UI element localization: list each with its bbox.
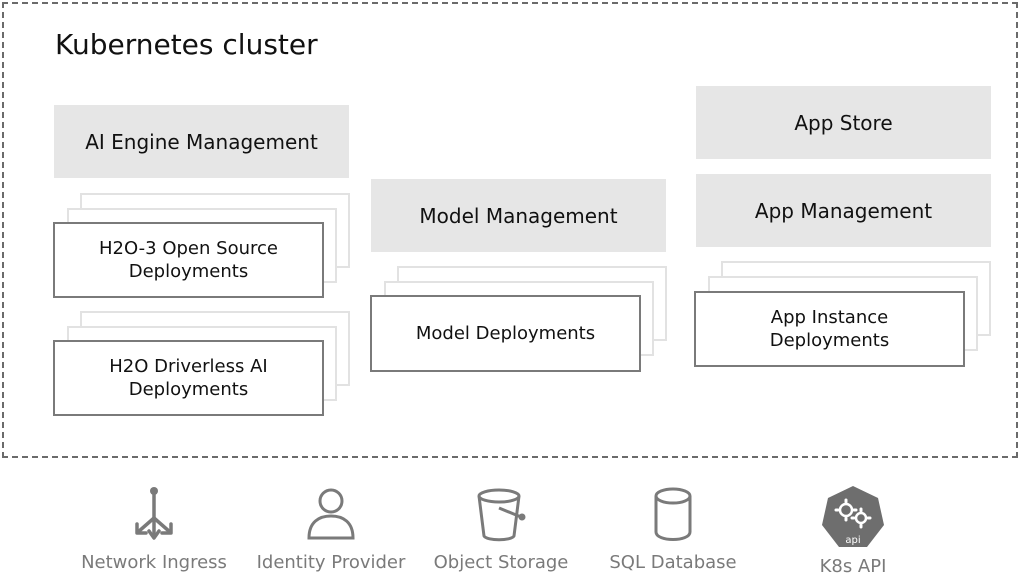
service-identity-provider: Identity Provider: [241, 484, 421, 578]
app-store-box: App Store: [696, 86, 991, 159]
app-management-label: App Management: [754, 198, 933, 223]
service-object-storage: Object Storage: [411, 484, 591, 578]
user-icon: [307, 488, 355, 540]
sql-database-label: SQL Database: [609, 552, 737, 573]
model-management-label: Model Management: [419, 203, 618, 228]
cluster-title: Kubernetes cluster: [55, 28, 318, 61]
app-management-box: App Management: [696, 174, 991, 247]
service-network-ingress: Network Ingress: [64, 484, 244, 578]
kubernetes-api-icon: api: [822, 486, 884, 547]
h2o3-deployments-line1: H2O-3 Open Source: [99, 238, 278, 259]
network-ingress-icon: [135, 487, 173, 540]
h2o3-open-source-deployments-box: H2O-3 Open Source Deployments: [53, 222, 324, 298]
ai-engine-management-box: AI Engine Management: [54, 105, 349, 178]
driverless-deployments-line2: Deployments: [128, 379, 249, 400]
model-deployments-box: Model Deployments: [370, 295, 641, 372]
app-store-label: App Store: [794, 110, 893, 135]
object-storage-label: Object Storage: [433, 552, 569, 573]
k8s-api-badge-text: api: [845, 535, 860, 546]
identity-provider-label: Identity Provider: [256, 552, 406, 573]
database-icon: [654, 487, 692, 541]
app-instance-line1: App Instance: [770, 307, 889, 328]
h2o-driverless-ai-deployments-box: H2O Driverless AI Deployments: [53, 340, 324, 416]
app-instance-deployments-box: App Instance Deployments: [694, 291, 965, 367]
app-instance-line2: Deployments: [769, 330, 890, 351]
network-ingress-label: Network Ingress: [81, 552, 227, 573]
kubernetes-cluster-boundary: [2, 2, 1018, 458]
driverless-deployments-line1: H2O Driverless AI: [109, 356, 268, 377]
h2o3-deployments-line2: Deployments: [128, 261, 249, 282]
bucket-icon: [477, 488, 526, 542]
service-k8s-api: api K8s API: [763, 484, 943, 578]
ai-engine-management-label: AI Engine Management: [85, 129, 318, 154]
k8s-api-label: K8s API: [819, 556, 887, 577]
service-sql-database: SQL Database: [583, 484, 763, 578]
model-management-box: Model Management: [371, 179, 666, 252]
model-deployments-label: Model Deployments: [415, 323, 596, 344]
